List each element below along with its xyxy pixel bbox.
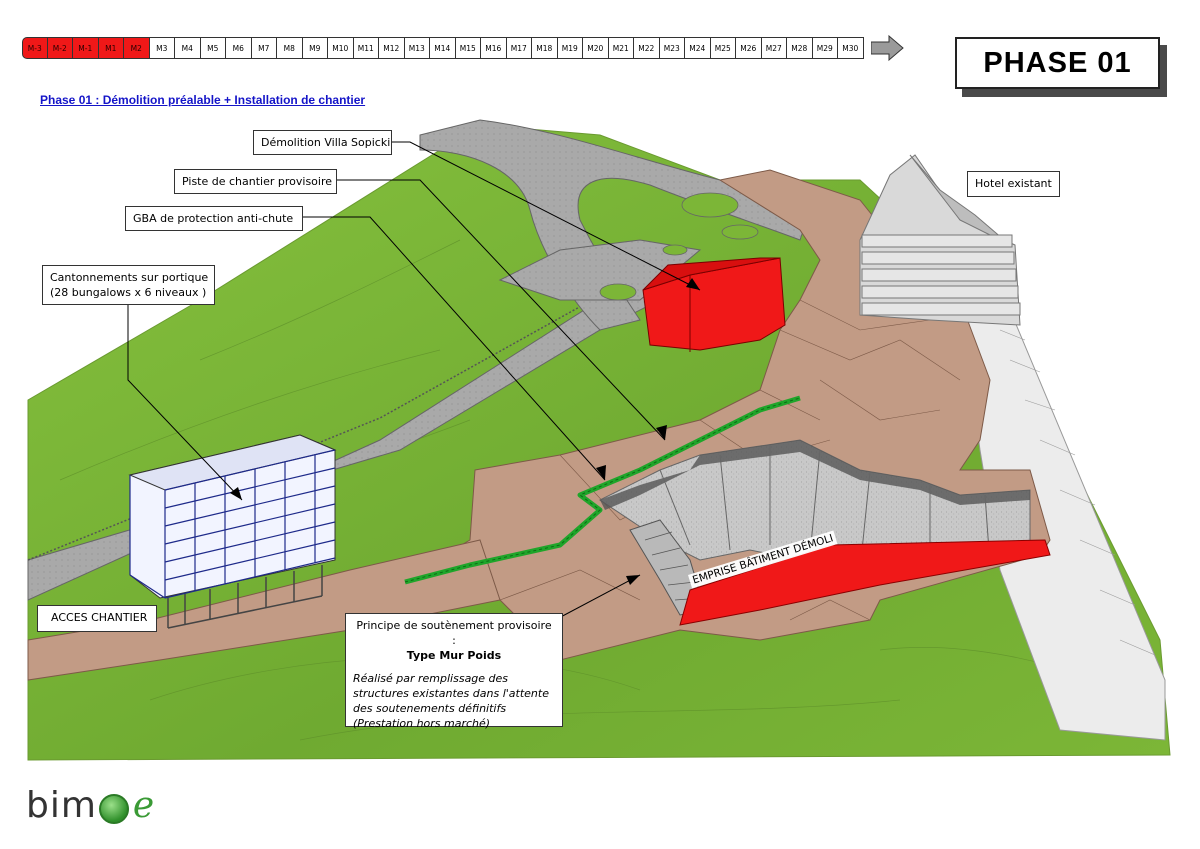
hotel-existant (859, 154, 1021, 326)
phase-badge: PHASE 01 (955, 37, 1160, 89)
callout-acces-chantier: ACCES CHANTIER (37, 605, 157, 632)
principe-title: Principe de soutènement provisoire : (356, 619, 552, 647)
timeline-month: M7 (251, 37, 277, 59)
principe-description: Réalisé par remplissage des structures e… (353, 672, 549, 730)
timeline-month: M27 (761, 37, 787, 59)
timeline-month: M-2 (47, 37, 73, 59)
timeline-month: M23 (659, 37, 685, 59)
timeline-month: M17 (506, 37, 532, 59)
timeline-month: M8 (277, 37, 303, 59)
principe-type: Type Mur Poids (406, 649, 502, 662)
timeline-month: M30 (838, 37, 864, 59)
callout-gba-protection: GBA de protection anti-chute (125, 206, 303, 231)
timeline-month: M-3 (22, 37, 48, 59)
callout-piste-chantier: Piste de chantier provisoire (174, 169, 337, 194)
cantonnements-line2: (28 bungalows x 6 niveaux ) (50, 286, 207, 299)
timeline-month: M5 (200, 37, 226, 59)
timeline-month: M26 (736, 37, 762, 59)
callout-hotel-existant: Hotel existant (967, 171, 1060, 197)
timeline-month: M15 (455, 37, 481, 59)
logo-globe-icon (98, 793, 129, 824)
timeline-month: M24 (685, 37, 711, 59)
timeline-arrow-icon (871, 34, 904, 62)
timeline-month: M20 (583, 37, 609, 59)
timeline-month: M16 (481, 37, 507, 59)
timeline-month: M1 (98, 37, 124, 59)
acces-earth-strip (27, 539, 501, 681)
bimoe-logo: bim e (26, 785, 155, 826)
timeline-month: M14 (430, 37, 456, 59)
timeline-month: M2 (124, 37, 150, 59)
leader-lines (127, 141, 701, 621)
timeline-month: M3 (149, 37, 175, 59)
timeline-month: M21 (608, 37, 634, 59)
leader-arrows (230, 278, 700, 585)
phase-title: Phase 01 : Démolition préalable + Instal… (40, 93, 366, 107)
logo-text-right: e (132, 785, 156, 826)
timeline-month: M10 (328, 37, 354, 59)
timeline-month: M4 (175, 37, 201, 59)
callout-cantonnements: Cantonnements sur portique (28 bungalows… (42, 265, 215, 305)
cantonnements-line1: Cantonnements sur portique (50, 271, 209, 284)
timeline-month: M28 (787, 37, 813, 59)
timeline-month: M-1 (73, 37, 99, 59)
upper-road (419, 119, 811, 331)
timeline-month: M9 (302, 37, 328, 59)
timeline-month: M12 (379, 37, 405, 59)
timeline-month: M11 (353, 37, 379, 59)
timeline-month: M18 (532, 37, 558, 59)
timeline-month: M6 (226, 37, 252, 59)
timeline-month: M19 (557, 37, 583, 59)
timeline-month: M29 (812, 37, 838, 59)
logo-text-left: bim (26, 785, 97, 826)
demolished-footprint (679, 539, 1051, 626)
timeline-month: M13 (404, 37, 430, 59)
timeline-month: M25 (710, 37, 736, 59)
callout-demolition-villa: Démolition Villa Sopicki (253, 130, 392, 155)
timeline-month: M22 (634, 37, 660, 59)
callout-principe-soutenement: Principe de soutènement provisoire : Typ… (345, 613, 563, 730)
earth-facets (499, 299, 961, 621)
bungalow-block (128, 434, 337, 629)
